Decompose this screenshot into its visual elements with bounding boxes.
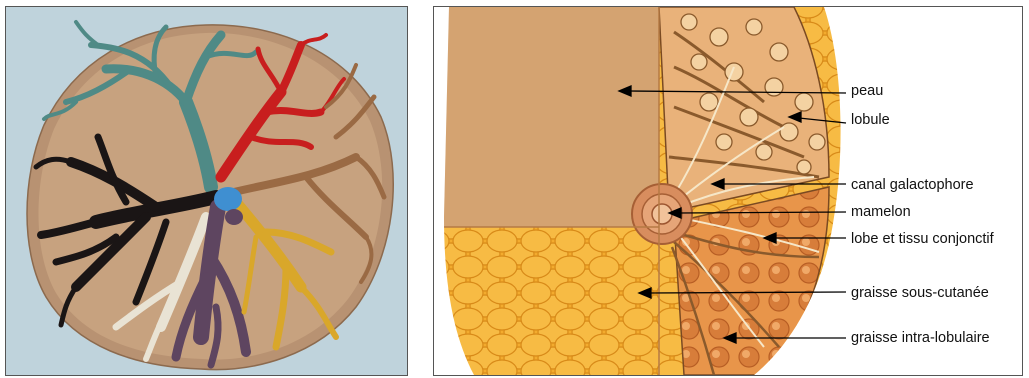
duct-cast-illustration bbox=[6, 7, 407, 375]
nipple-center bbox=[214, 187, 242, 211]
right-figure-panel: peau lobule canal galactophore mamelon l… bbox=[433, 6, 1023, 376]
label-lobe-tissu-conjonctif: lobe et tissu conjonctif bbox=[851, 231, 995, 247]
label-canal-galactophore: canal galactophore bbox=[851, 177, 974, 193]
label-graisse-intra-lobulaire: graisse intra-lobulaire bbox=[851, 330, 990, 346]
left-figure-panel bbox=[5, 6, 408, 376]
anatomy-illustration: peau lobule canal galactophore mamelon l… bbox=[434, 7, 1022, 375]
lobules bbox=[659, 7, 829, 212]
label-peau: peau bbox=[851, 83, 883, 99]
nipple bbox=[652, 204, 672, 224]
subcutaneous-fat bbox=[434, 227, 659, 375]
label-mamelon: mamelon bbox=[851, 204, 911, 220]
nipple-shadow bbox=[225, 209, 243, 225]
label-graisse-sous-cutanee: graisse sous-cutanée bbox=[851, 285, 989, 301]
label-lobule: lobule bbox=[851, 112, 890, 128]
breast-section bbox=[434, 7, 859, 375]
